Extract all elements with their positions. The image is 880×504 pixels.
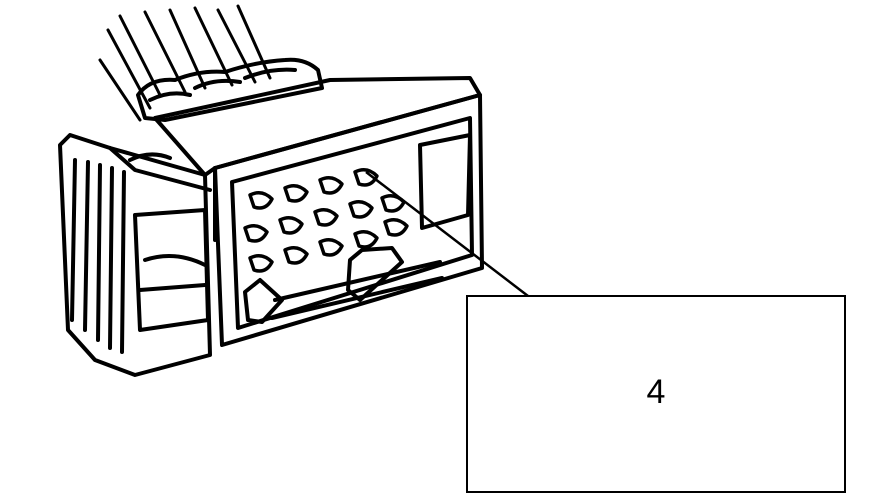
callout-box: 4 [466, 295, 846, 493]
front-face [213, 93, 484, 347]
rear-shell [58, 133, 212, 377]
callout-label: 4 [646, 373, 666, 411]
terminal-cavities [243, 168, 409, 273]
wire-bundle [98, 4, 272, 122]
wire-seal [136, 57, 324, 122]
leader-line [365, 171, 529, 297]
